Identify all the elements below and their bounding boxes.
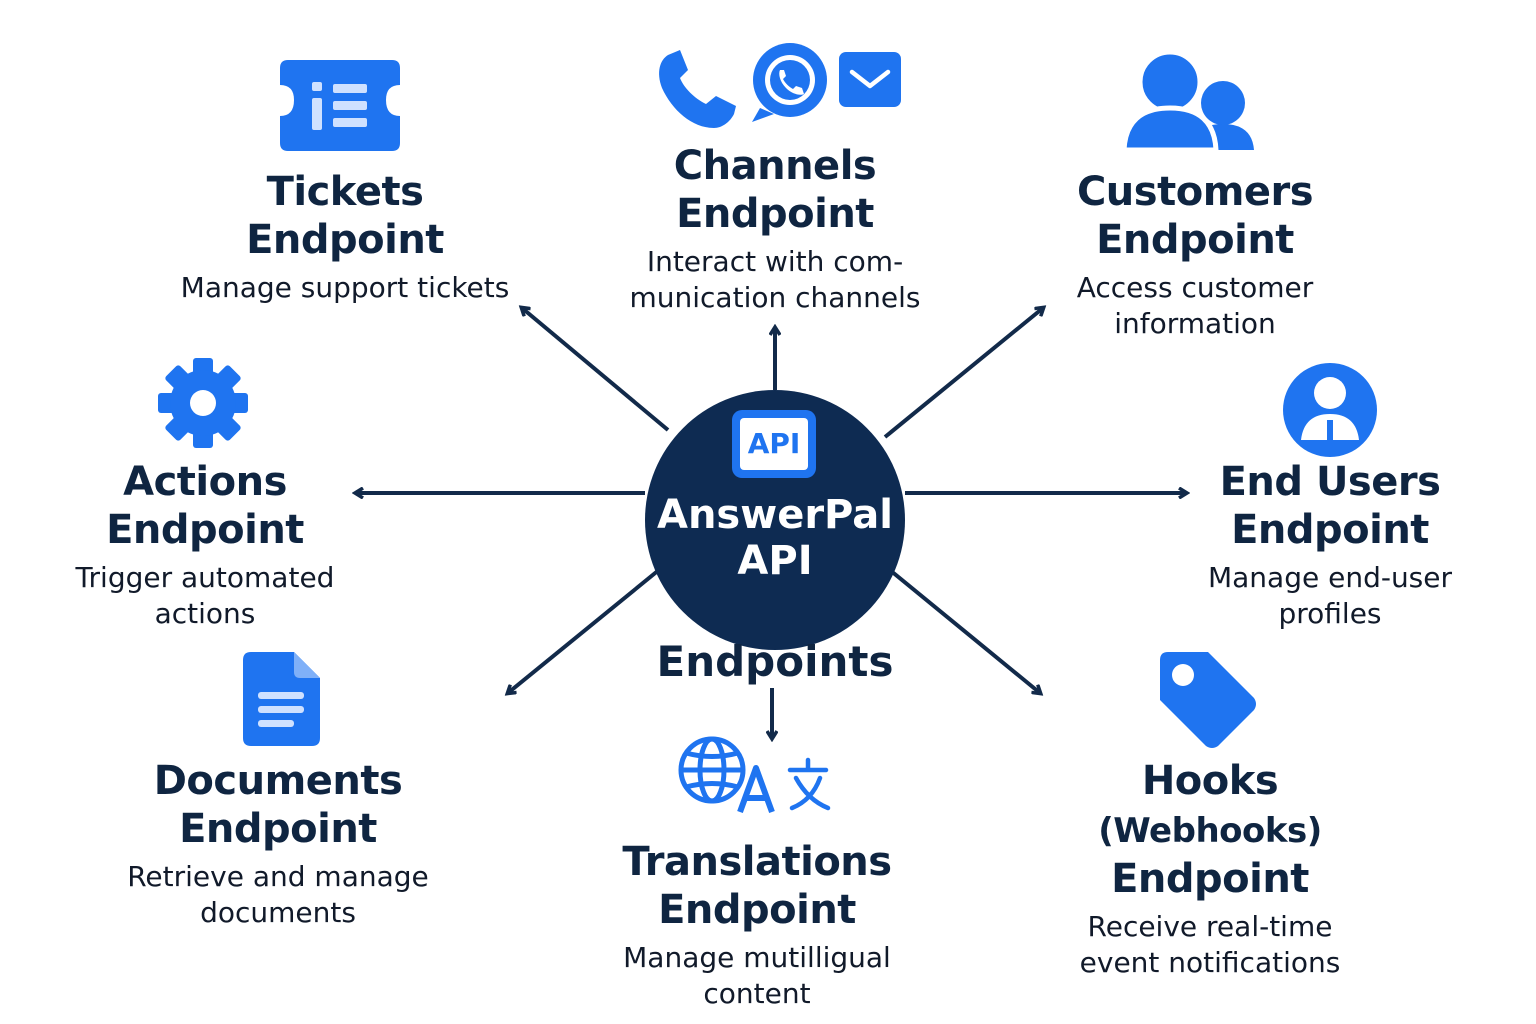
node-customers: Customers Endpoint Access customer infor… (1050, 168, 1340, 342)
tickets-desc: Manage support tickets (180, 271, 510, 304)
ticket-icon (280, 60, 400, 151)
arrow-to-customers (883, 308, 1043, 439)
customers-title: Customers Endpoint (1050, 168, 1340, 264)
hooks-title-main: Hooks (1141, 758, 1279, 804)
translations-desc: Manage mutilligual content (612, 940, 902, 1012)
arrow-to-tickets (522, 308, 670, 432)
tickets-title-line1: Tickets (266, 169, 424, 215)
gear-icon (158, 358, 248, 448)
hooks-desc-line1: Receive real-time (1087, 910, 1333, 943)
customers-desc-line1: Access customer (1076, 271, 1314, 304)
arrow-to-documents (508, 563, 667, 693)
phone-icon (659, 50, 736, 128)
customers-title-line1: Customers (1076, 169, 1314, 215)
node-documents: Documents Endpoint Retrieve and manage d… (120, 757, 436, 931)
hooks-title-suffix: (Webhooks) (1098, 811, 1322, 851)
end-users-title-line1: End Users (1219, 459, 1441, 505)
user-circle-icon (1283, 363, 1377, 457)
tag-icon (1160, 652, 1256, 748)
node-hooks: Hooks (Webhooks) Endpoint Receive real-t… (1030, 757, 1390, 981)
channels-title-line2: Endpoint (676, 191, 874, 237)
end-users-title-line2: Endpoint (1231, 507, 1429, 553)
globe-translate-icon (678, 736, 831, 814)
hub-title-line1: AnswerPal (657, 492, 893, 538)
hooks-title-line1: Hooks (Webhooks) (1030, 757, 1390, 855)
api-badge-label: API (740, 418, 808, 470)
customers-desc: Access customer information (1050, 270, 1340, 342)
endpoints-label: Endpoints (656, 637, 894, 686)
translations-desc-line2: content (703, 977, 811, 1010)
end-users-desc: Manage end-user profiles (1200, 560, 1460, 632)
channels-desc-line1: Interact with com- (646, 245, 904, 278)
translations-title-line1: Translations (622, 839, 892, 885)
channels-desc: Interact with com- munication channels (620, 244, 930, 316)
customers-desc-line2: information (1114, 307, 1276, 340)
documents-desc: Retrieve and manage documents (120, 859, 436, 931)
actions-title-line2: Endpoint (106, 507, 304, 553)
actions-desc-line2: actions (154, 597, 256, 630)
documents-title-line1: Documents (153, 758, 403, 804)
node-end-users: End Users Endpoint Manage end-user profi… (1200, 458, 1460, 632)
users-icon (1121, 49, 1254, 153)
translations-title-line2: Endpoint (658, 887, 856, 933)
channels-desc-line2: munication channels (629, 281, 921, 314)
end-users-desc-line2: profiles (1278, 597, 1382, 630)
node-channels: Channels Endpoint Interact with com- mun… (620, 142, 930, 316)
channels-title-line1: Channels (673, 143, 877, 189)
documents-title-line2: Endpoint (179, 806, 377, 852)
documents-desc-line2: documents (200, 896, 356, 929)
hub-circle: API AnswerPal API (645, 390, 905, 650)
hooks-title-line2: Endpoint (1111, 856, 1309, 902)
tickets-title: Tickets Endpoint (170, 168, 520, 264)
customers-title-line2: Endpoint (1096, 217, 1294, 263)
actions-desc: Trigger automated actions (70, 560, 340, 632)
channels-title: Channels Endpoint (620, 142, 930, 238)
hooks-title: Hooks (Webhooks) Endpoint (1030, 757, 1390, 903)
documents-title: Documents Endpoint (120, 757, 436, 853)
document-icon (243, 652, 320, 746)
hooks-desc-line2: event notifications (1079, 946, 1341, 979)
hub-title-line2: API (737, 538, 813, 584)
hub-title: AnswerPal API (645, 492, 905, 584)
api-badge: API (732, 410, 816, 478)
arrow-to-hooks (883, 564, 1040, 693)
end-users-title: End Users Endpoint (1200, 458, 1460, 554)
hooks-desc: Receive real-time event notifications (1030, 909, 1390, 981)
documents-desc-line1: Retrieve and manage (127, 860, 429, 893)
node-translations: Translations Endpoint Manage mutilligual… (612, 838, 902, 1012)
node-tickets: Tickets Endpoint Manage support tickets (170, 168, 520, 306)
end-users-desc-line1: Manage end-user (1207, 561, 1453, 594)
node-actions: Actions Endpoint Trigger automated actio… (70, 458, 340, 632)
actions-title-line1: Actions (123, 459, 287, 505)
translations-title: Translations Endpoint (612, 838, 902, 934)
tickets-title-line2: Endpoint (246, 217, 444, 263)
actions-title: Actions Endpoint (70, 458, 340, 554)
translations-desc-line1: Manage mutilligual (623, 941, 891, 974)
mail-icon (839, 52, 901, 107)
actions-desc-line1: Trigger automated (75, 561, 335, 594)
whatsapp-icon (752, 43, 827, 122)
